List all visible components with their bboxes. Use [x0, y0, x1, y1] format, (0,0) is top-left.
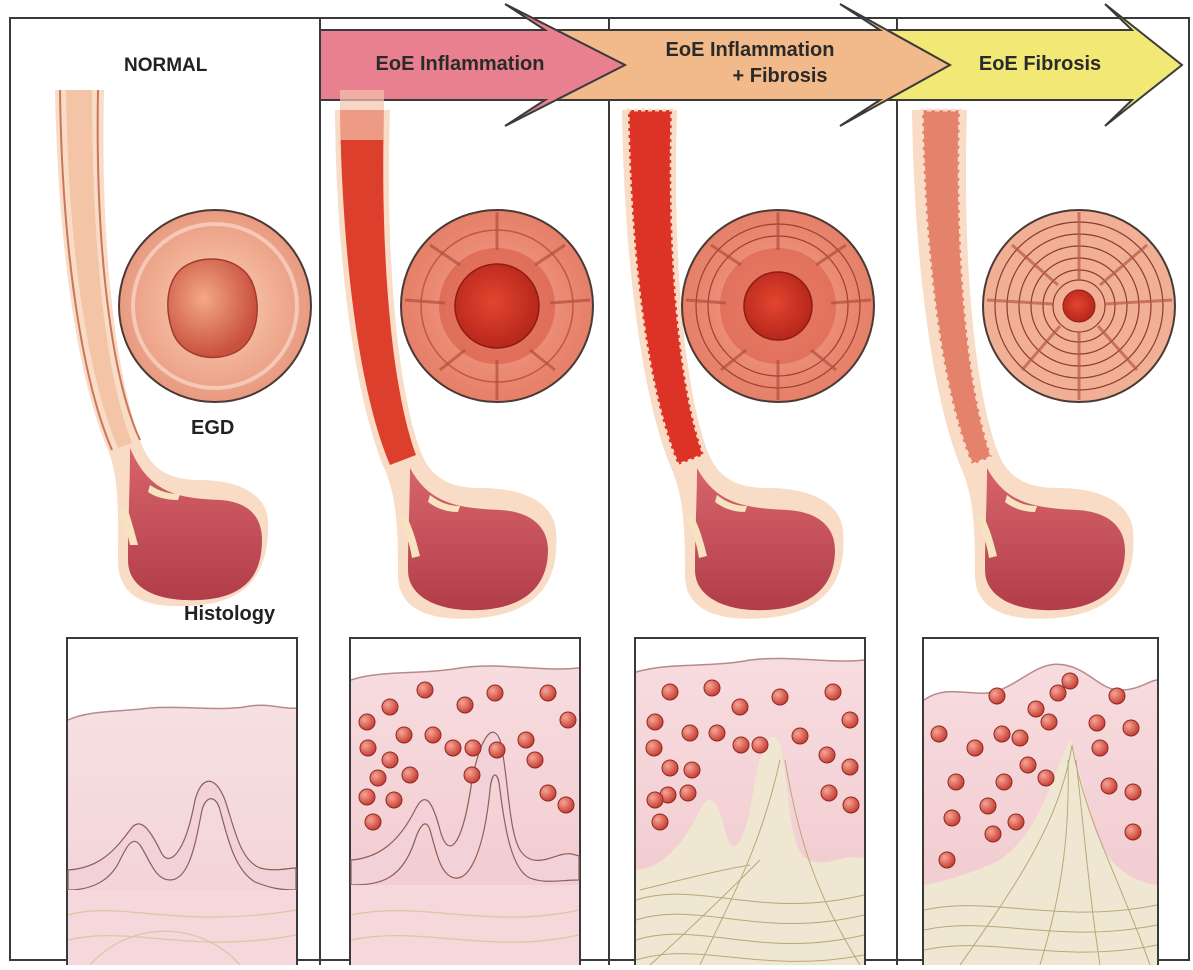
arrow-label-inflammation-fibrosis-line2: + Fibrosis: [680, 64, 880, 89]
arrow-label-fibrosis: EoE Fibrosis: [955, 52, 1125, 77]
histology-fibrosis: [923, 638, 1158, 965]
egd-view-inflammation: [401, 210, 593, 402]
histology-normal: [67, 638, 297, 965]
histology-inflammation-fibrosis: [635, 638, 865, 965]
egd-view-fibrosis: [983, 210, 1175, 402]
panel-label-normal: NORMAL: [124, 55, 207, 77]
histology-label: Histology: [184, 603, 275, 626]
arrow-label-inflammation: EoE Inflammation: [345, 52, 575, 77]
egd-view-inflammation-fibrosis: [682, 210, 874, 402]
histology-inflammation: [350, 638, 580, 965]
egd-view-normal: [119, 210, 311, 402]
egd-label: EGD: [191, 417, 234, 440]
arrow-label-inflammation-fibrosis-line1: EoE Inflammation: [630, 38, 870, 63]
